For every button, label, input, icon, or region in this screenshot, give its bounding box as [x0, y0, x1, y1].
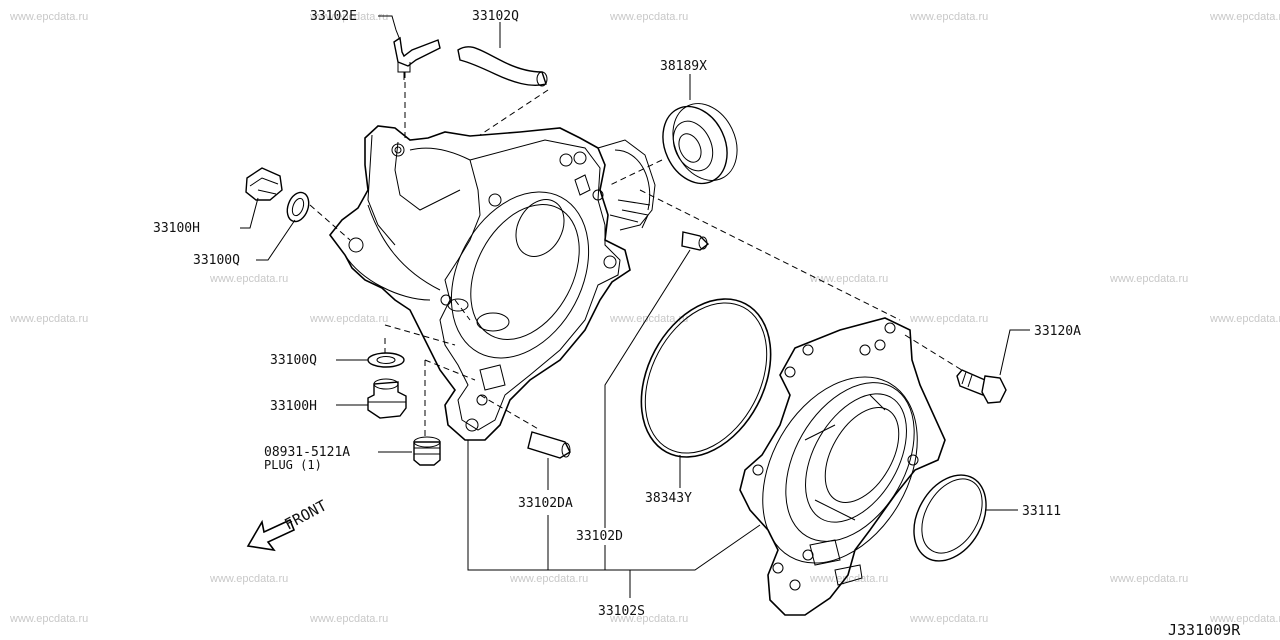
part-33102DA-label: 33102DA [518, 496, 573, 511]
washer-top [286, 191, 310, 223]
watermark: www.epcdata.ru [209, 573, 288, 585]
watermark: www.epcdata.ru [1209, 613, 1280, 625]
part-33100Q-top-label: 33100Q [193, 253, 240, 268]
part-38189X-label: 38189X [660, 59, 707, 74]
plug-quantity-label: PLUG (1) [264, 458, 322, 472]
watermark: www.epcdata.ru [309, 11, 388, 23]
watermark: www.epcdata.ru [309, 313, 388, 325]
part-33102E-label: 33102E [310, 9, 357, 24]
dowel-pin-lower [527, 431, 571, 459]
watermark: www.epcdata.ru [909, 11, 988, 23]
watermark: www.epcdata.ru [1109, 273, 1188, 285]
transfer-case-housing [328, 125, 656, 441]
part-33102Q-label: 33102Q [472, 9, 519, 24]
plug-08931 [413, 436, 441, 466]
watermark: www.epcdata.ru [909, 313, 988, 325]
rear-case-cover [739, 317, 946, 616]
flange-bolt [956, 369, 1007, 404]
part-33120A-label: 33120A [1034, 324, 1081, 339]
part-38343Y-label: 38343Y [645, 491, 692, 506]
part-33102D-label: 33102D [576, 529, 623, 544]
watermark: www.epcdata.ru [909, 613, 988, 625]
watermark: www.epcdata.ru [309, 613, 388, 625]
watermark: www.epcdata.ru [9, 313, 88, 325]
part-33100H-bottom-label: 33100H [270, 399, 317, 414]
dowel-pin-upper [681, 231, 710, 251]
watermark: www.epcdata.ru [209, 273, 288, 285]
part-33111-label: 33111 [1022, 504, 1061, 519]
part-33102S-label: 33102S [598, 604, 645, 619]
front-label: FRONT [281, 496, 329, 533]
o-ring [640, 298, 772, 458]
watermark: www.epcdata.ru [809, 273, 888, 285]
watermark: www.epcdata.ru [1209, 313, 1280, 325]
breather-hose [457, 46, 548, 87]
watermark: www.epcdata.ru [509, 573, 588, 585]
oil-seal [662, 103, 738, 185]
part-33100Q-bottom-label: 33100Q [270, 353, 317, 368]
part-08931-label: 08931-5121A [264, 445, 350, 460]
snap-ring [913, 474, 987, 562]
diagram-reference: J331009R [1168, 621, 1241, 639]
watermark: www.epcdata.ru [609, 613, 688, 625]
front-direction-arrow: FRONT [246, 496, 330, 552]
watermark: www.epcdata.ru [1109, 573, 1188, 585]
part-callouts: 33102E 33102Q 38189X 33100H 33100Q 33100… [153, 9, 1081, 619]
part-33100H-top-label: 33100H [153, 221, 200, 236]
watermark: www.epcdata.ru [609, 313, 688, 325]
washer-bottom [367, 352, 405, 368]
watermarks: www.epcdata.ru www.epcdata.ru www.epcdat… [9, 11, 1280, 625]
watermark: www.epcdata.ru [609, 11, 688, 23]
drain-plug-bottom [367, 378, 407, 419]
watermark: www.epcdata.ru [1209, 11, 1280, 23]
breather-elbow [393, 36, 441, 80]
fill-plug-top [245, 167, 283, 201]
watermark: www.epcdata.ru [809, 573, 888, 585]
assembly-dashed-lines [309, 72, 966, 440]
watermark: www.epcdata.ru [9, 11, 88, 23]
watermark: www.epcdata.ru [9, 613, 88, 625]
leader-lines [240, 15, 1030, 598]
